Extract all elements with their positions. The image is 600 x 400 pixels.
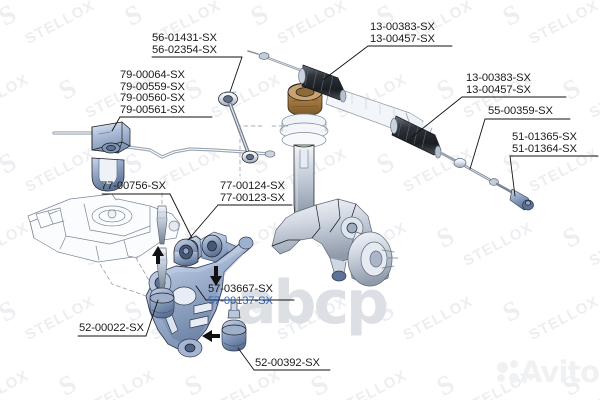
label-ball-joint-left: 52-00022-SX — [79, 322, 144, 335]
label-subframe-bushing: 77-00756-SX — [101, 180, 166, 193]
label-control-arm-bushing: 77-00124-SX 77-00123-SX — [220, 180, 285, 204]
avito-watermark: Avito — [520, 355, 600, 389]
label-line: 52-00022-SX — [79, 322, 144, 334]
label-control-arm: 57-03667-SX 57-00137-SX — [208, 283, 273, 307]
label-line: 77-00123-SX — [220, 191, 285, 204]
label-line: 56-02354-SX — [152, 43, 217, 56]
label-stabilizer-bushing: 79-00064-SX 79-00559-SX 79-00560-SX 79-0… — [120, 69, 185, 116]
label-line: 13-00383-SX — [370, 21, 435, 33]
label-line: 52-00392-SX — [255, 357, 320, 369]
label-outer-tie-rod: 51-01365-SX 51-01364-SX — [512, 131, 577, 155]
label-line: 79-00560-SX — [120, 92, 185, 105]
label-line: 77-00756-SX — [101, 180, 166, 192]
label-line: 77-00124-SX — [220, 180, 285, 192]
label-rack-boot-right: 13-00383-SX 13-00457-SX — [466, 72, 531, 96]
label-line: 51-01364-SX — [512, 142, 577, 155]
label-rack-boot-left: 13-00383-SX 13-00457-SX — [370, 21, 435, 45]
label-line: 13-00457-SX — [370, 32, 435, 45]
label-line: 13-00457-SX — [466, 83, 531, 96]
label-line: 57-03667-SX — [208, 283, 273, 295]
label-inner-tie-rod: 55-00359-SX — [488, 105, 553, 118]
label-line: 79-00559-SX — [120, 80, 185, 93]
label-line: 55-00359-SX — [488, 105, 553, 117]
label-line: 79-00064-SX — [120, 69, 185, 81]
label-line: 79-00561-SX — [120, 103, 185, 116]
label-ball-joint-right: 52-00392-SX — [255, 357, 320, 370]
label-line: 56-01431-SX — [152, 32, 217, 44]
label-line: 51-01365-SX — [512, 131, 577, 143]
label-line: 13-00383-SX — [466, 72, 531, 84]
label-stabilizer-link: 56-01431-SX 56-02354-SX — [152, 32, 217, 56]
label-line-highlighted: 57-00137-SX — [208, 294, 273, 307]
